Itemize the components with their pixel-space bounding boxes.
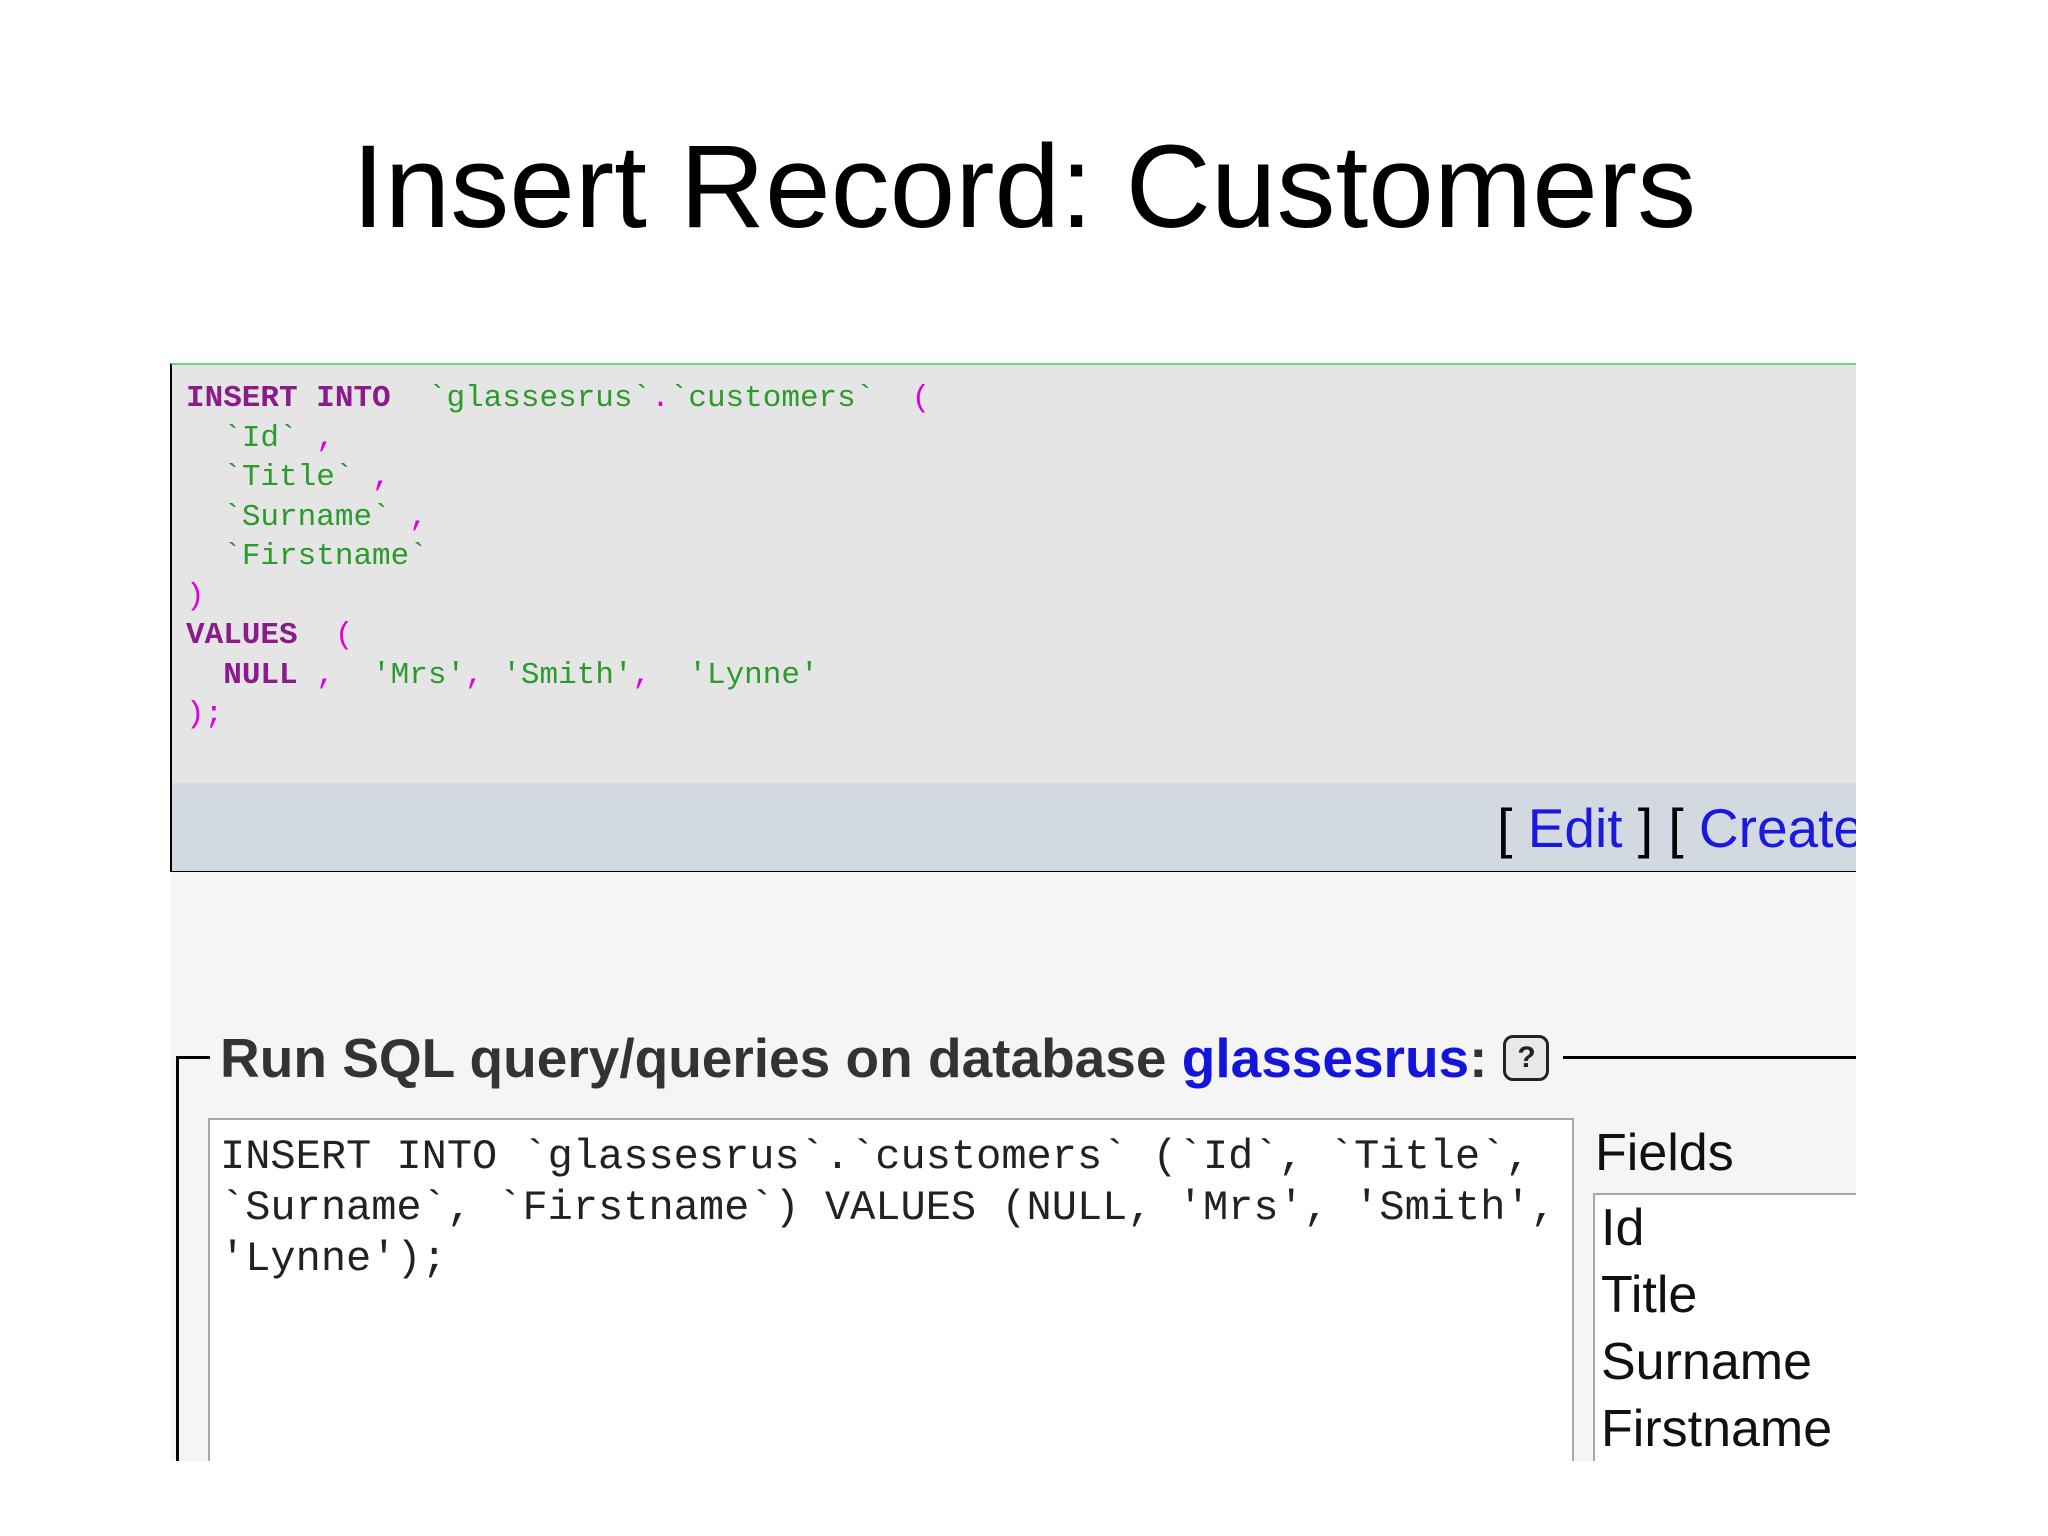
fields-label: Fields [1595, 1124, 1734, 1182]
field-option-title[interactable]: Title [1601, 1266, 1698, 1324]
field-option-surname[interactable]: Surname [1601, 1333, 1812, 1391]
sql-db-name: `glassesrus` [427, 381, 652, 416]
database-link[interactable]: glassesrus [1181, 1027, 1470, 1089]
legend-text: Run SQL query/queries on database [220, 1027, 1167, 1089]
sql-keyword-values: VALUES [186, 618, 298, 653]
sql-column: `Title` [223, 460, 354, 495]
sql-end: ); [186, 697, 224, 732]
sql-keyword-insert: INSERT [186, 381, 298, 416]
sql-comma: , [316, 420, 335, 456]
sql-column: `Firstname` [223, 539, 428, 574]
field-option-id[interactable]: Id [1601, 1199, 1645, 1257]
sql-query-textarea[interactable]: INSERT INTO `glassesrus`.`customers` (`I… [208, 1118, 1574, 1461]
sql-values-paren: ( [334, 618, 354, 653]
sql-value: 'Smith' [502, 657, 633, 693]
help-icon[interactable]: ? [1503, 1035, 1550, 1082]
sql-query-text: INSERT INTO `glassesrus`.`customers` (`I… [220, 1133, 1582, 1283]
sql-comma: , [409, 499, 428, 535]
legend-colon: : [1469, 1027, 1488, 1089]
sql-value: 'Mrs' [372, 657, 466, 693]
slide-title: Insert Record: Customers [351, 121, 1697, 253]
sql-table-name: `customers` [669, 381, 875, 416]
create-php-code-link[interactable]: Create [1698, 797, 1856, 859]
sql-null: NULL [223, 657, 298, 693]
run-sql-legend: Run SQL query/queries on database glasse… [210, 1025, 1564, 1091]
sql-close-paren: ) [186, 578, 205, 614]
sql-panel-footer: [ Edit ] [ Create [172, 783, 1856, 871]
sql-comma: , [372, 460, 391, 495]
fields-listbox[interactable]: Id Title Surname Firstname [1593, 1193, 1856, 1461]
sql-open-paren: ( [911, 381, 931, 416]
sql-value: 'Lynne' [688, 657, 819, 693]
edit-link[interactable]: Edit [1527, 797, 1623, 859]
sql-column: `Surname` [223, 499, 391, 535]
sql-keyword-into: INTO [316, 381, 391, 416]
sql-result-panel: INSERT INTO `glassesrus`.`customers` ( `… [170, 363, 1856, 872]
field-option-firstname[interactable]: Firstname [1601, 1400, 1833, 1458]
sql-dot: . [651, 381, 670, 416]
sql-action-links: [ Edit ] [ Create [1497, 801, 1856, 856]
phpmyadmin-screenshot: INSERT INTO `glassesrus`.`customers` ( `… [170, 363, 1856, 1461]
sql-code-block: INSERT INTO `glassesrus`.`customers` ( `… [186, 381, 931, 732]
sql-column: `Id` [223, 420, 298, 456]
